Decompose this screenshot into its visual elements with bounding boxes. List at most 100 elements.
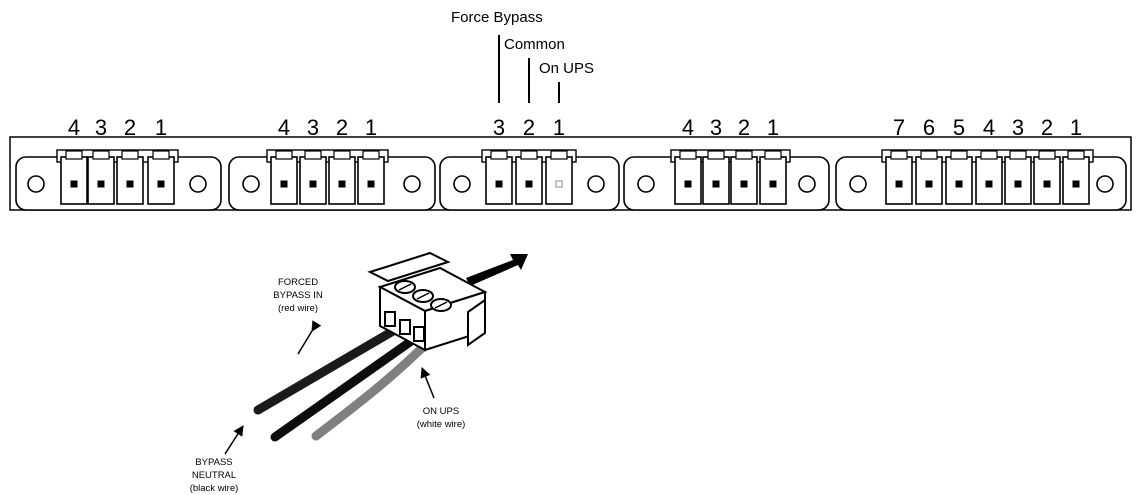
- terminal-pin: [925, 180, 933, 188]
- connector-4: [623, 149, 830, 211]
- on-ups-wire-label-line: (white wire): [417, 419, 466, 430]
- terminal-latch: [520, 150, 538, 160]
- pin-number: 1: [553, 115, 565, 140]
- terminal-pin: [985, 180, 993, 188]
- forced-bypass-label-line: FORCED: [278, 277, 318, 288]
- pin-number: 5: [953, 115, 965, 140]
- pin-number: 1: [767, 115, 779, 140]
- pin-number: 1: [155, 115, 167, 140]
- forced-bypass-label-line: (red wire): [278, 303, 318, 314]
- terminal-pin: [895, 180, 903, 188]
- mounting-hole: [27, 175, 45, 193]
- mounting-hole: [1096, 175, 1114, 193]
- connector-2: [228, 149, 436, 211]
- terminal-latch: [550, 150, 568, 160]
- pin-number: 3: [1012, 115, 1024, 140]
- terminal-pin: [1014, 180, 1022, 188]
- terminal-pin: [1072, 180, 1080, 188]
- connector-3: [439, 149, 620, 211]
- pin-number: 2: [336, 115, 348, 140]
- common-label: Common: [504, 36, 565, 53]
- red-wire: [253, 319, 410, 415]
- connector-5: [835, 149, 1127, 211]
- pin-number: 4: [68, 115, 80, 140]
- terminal-latch: [275, 150, 293, 160]
- terminal-latch: [707, 150, 725, 160]
- screw-slot: [416, 292, 430, 300]
- terminal-latch: [92, 150, 110, 160]
- mounting-hole: [242, 175, 260, 193]
- on-ups-wire-leader: [420, 367, 435, 399]
- terminal-pin: [555, 180, 563, 188]
- terminal-pin: [769, 180, 777, 188]
- plug-flange: [467, 298, 486, 347]
- pin-number: 2: [523, 115, 535, 140]
- pin-number: 4: [278, 115, 290, 140]
- mounting-hole: [403, 175, 421, 193]
- terminal-latch: [333, 150, 351, 160]
- white-wire: [311, 337, 433, 441]
- pin-number: 6: [923, 115, 935, 140]
- terminal-pin: [367, 180, 375, 188]
- terminal-latch: [152, 150, 170, 160]
- terminal-pin: [684, 180, 692, 188]
- pin-number: 3: [710, 115, 722, 140]
- terminal-plug: [367, 251, 488, 352]
- terminal-latch: [362, 150, 380, 160]
- pin-number: 3: [95, 115, 107, 140]
- terminal-pin: [1043, 180, 1051, 188]
- connector-group: [15, 149, 1127, 211]
- terminal-pin: [495, 180, 503, 188]
- pin-number: 2: [124, 115, 136, 140]
- insert-direction-arrow: [466, 254, 528, 286]
- terminal-latch: [1009, 150, 1027, 160]
- pin-number: 1: [365, 115, 377, 140]
- terminal-latch: [65, 150, 83, 160]
- terminal-pin: [157, 180, 165, 188]
- forced-bypass-leader: [297, 320, 322, 355]
- terminal-latch: [735, 150, 753, 160]
- mounting-hole: [798, 175, 816, 193]
- bypass-neutral-leader: [224, 425, 244, 455]
- terminal-latch: [1067, 150, 1085, 160]
- terminal-pin: [740, 180, 748, 188]
- terminal-latch: [490, 150, 508, 160]
- pin-number: 3: [493, 115, 505, 140]
- terminal-pin: [338, 180, 346, 188]
- wire-port: [413, 326, 425, 342]
- mounting-hole: [587, 175, 605, 193]
- terminal-latch: [764, 150, 782, 160]
- terminal-latch: [980, 150, 998, 160]
- pin-number: 4: [983, 115, 995, 140]
- terminal-latch: [1038, 150, 1056, 160]
- terminal-pin: [712, 180, 720, 188]
- terminal-latch: [679, 150, 697, 160]
- terminal-pin: [70, 180, 78, 188]
- bypass-neutral-label-line: BYPASS: [195, 457, 232, 468]
- on-ups-label: On UPS: [539, 60, 594, 77]
- mounting-hole: [453, 175, 471, 193]
- terminal-latch: [304, 150, 322, 160]
- pin-number: 2: [738, 115, 750, 140]
- black-wire: [270, 332, 422, 442]
- terminal-latch: [121, 150, 139, 160]
- terminal-pin: [955, 180, 963, 188]
- screw-slot: [398, 283, 412, 291]
- force-bypass-label: Force Bypass: [451, 9, 543, 26]
- bypass-neutral-label-line: NEUTRAL: [192, 470, 236, 481]
- screw-slot: [434, 301, 448, 309]
- pin-number: 2: [1041, 115, 1053, 140]
- pin-number: 4: [682, 115, 694, 140]
- mounting-hole: [189, 175, 207, 193]
- terminal-latch: [950, 150, 968, 160]
- connector-1: [15, 149, 222, 211]
- pin-number: 3: [307, 115, 319, 140]
- terminal-latch: [890, 150, 908, 160]
- wire-port: [384, 311, 396, 327]
- plug-rear-ridge: [367, 251, 451, 283]
- mounting-hole: [637, 175, 655, 193]
- pin-number: 7: [893, 115, 905, 140]
- pin-number: 1: [1070, 115, 1082, 140]
- forced-bypass-label-line: BYPASS IN: [273, 290, 323, 301]
- terminal-pin: [525, 180, 533, 188]
